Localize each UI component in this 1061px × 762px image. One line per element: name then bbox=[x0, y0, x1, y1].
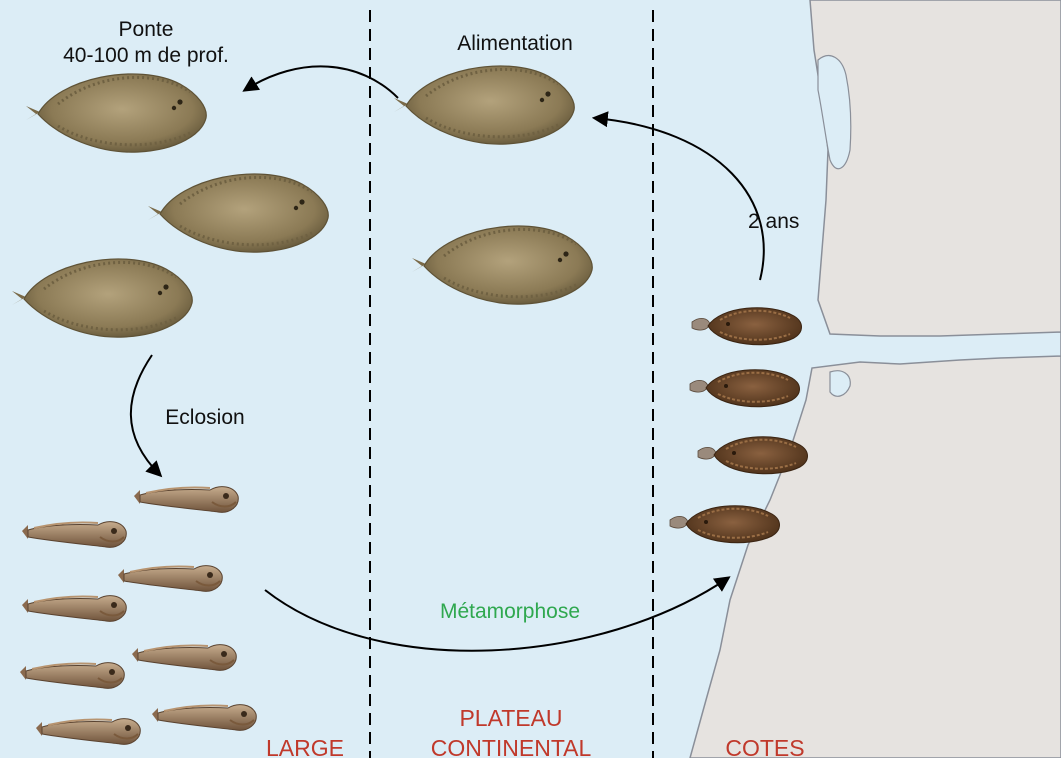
zone-label-plateau-line1: PLATEAU bbox=[380, 705, 642, 732]
label-eclosion: Eclosion bbox=[140, 406, 270, 430]
label-ponte-line2: 40-100 m de prof. bbox=[0, 44, 292, 68]
label-2-ans: 2 ans bbox=[748, 210, 828, 234]
label-metamorphose: Métamorphose bbox=[400, 600, 620, 624]
label-ponte-line1: Ponte bbox=[0, 18, 292, 42]
label-alimentation: Alimentation bbox=[400, 32, 630, 56]
